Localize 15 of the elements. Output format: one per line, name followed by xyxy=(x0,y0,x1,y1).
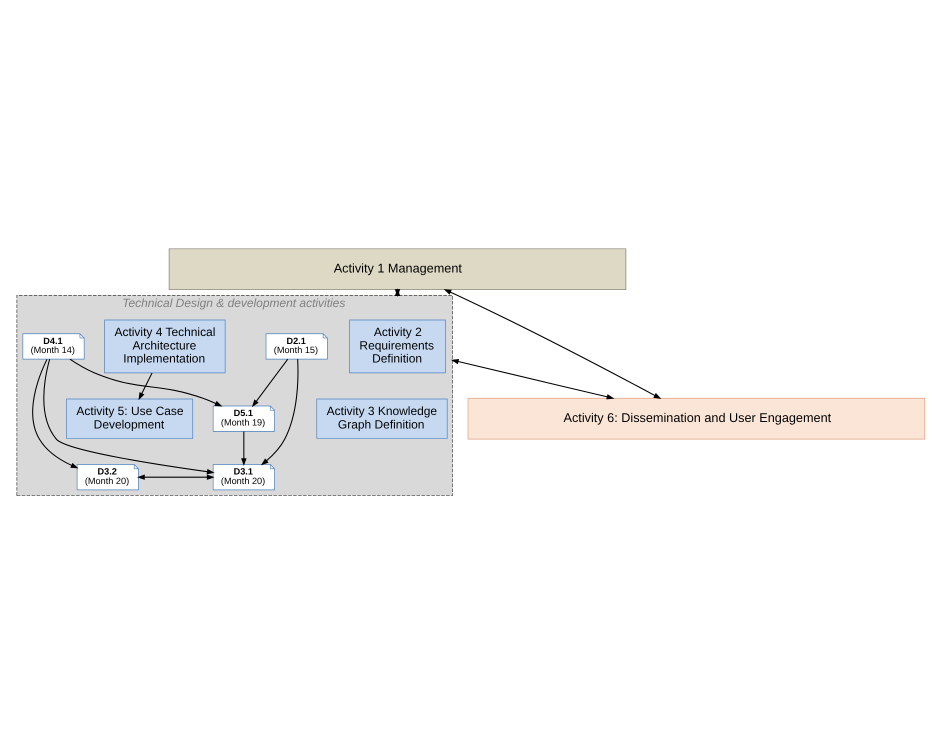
node-box: Activity 3 Knowledge Graph Definition xyxy=(316,398,448,438)
arrow xyxy=(43,358,215,474)
arrow xyxy=(138,372,153,400)
node-box: Activity 4 Technical Architecture Implementation xyxy=(104,319,226,373)
arrow xyxy=(444,288,662,398)
arrow xyxy=(450,358,614,399)
node-box: Activity 2 Requirements Definition xyxy=(349,319,446,373)
node-box: Activity 6: Dissemination and User Engagement xyxy=(468,397,926,439)
arrow xyxy=(252,358,288,407)
arrow xyxy=(32,358,79,468)
arrow xyxy=(260,358,298,465)
arrow xyxy=(70,358,223,406)
arrow xyxy=(241,431,247,466)
arrow xyxy=(137,474,215,480)
node-box: Activity 5: Use Case Development xyxy=(66,398,194,438)
